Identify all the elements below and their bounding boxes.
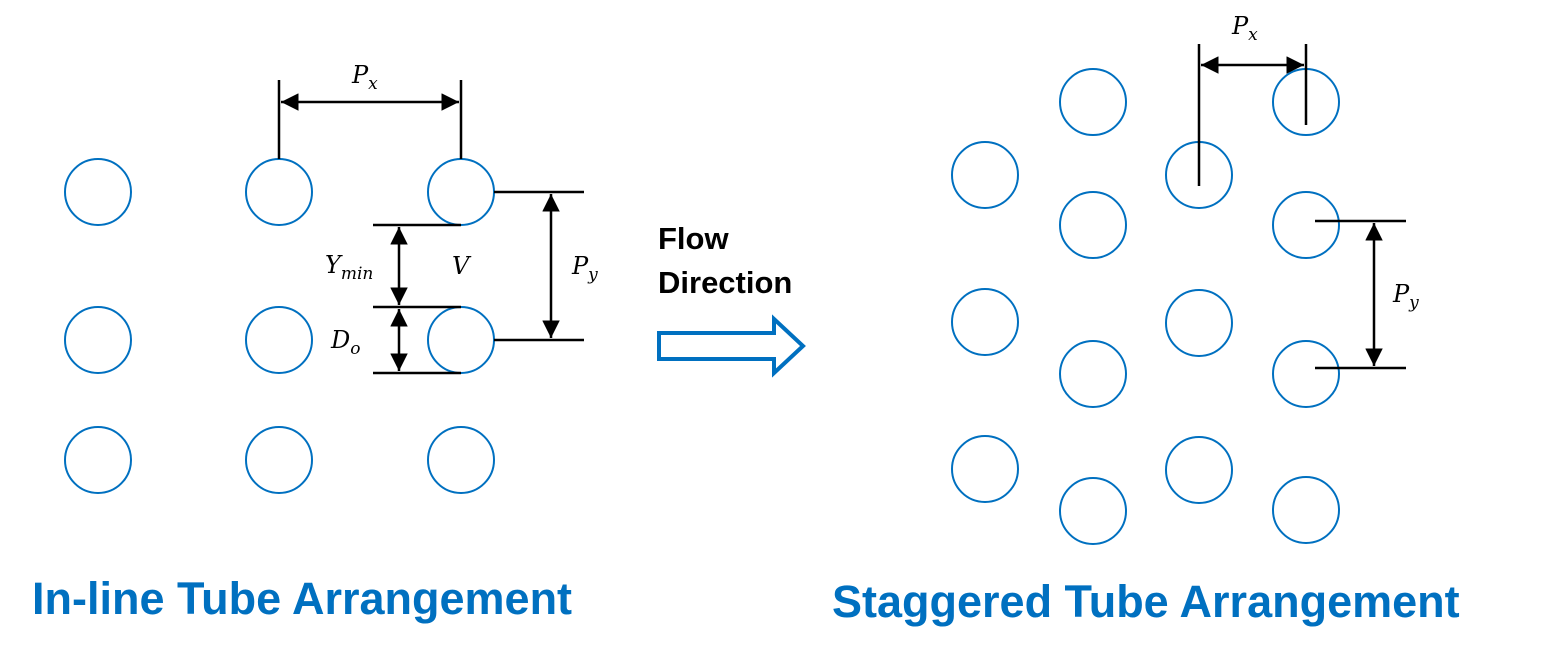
staggered-tube <box>1059 477 1127 545</box>
inline-tube <box>64 158 132 226</box>
inline-py-dimension: Py <box>494 190 598 342</box>
inline-tube <box>245 158 313 226</box>
staggered-tube <box>951 288 1019 356</box>
staggered-tube <box>951 435 1019 503</box>
flow-label-line1: Flow <box>658 221 729 256</box>
staggered-tube <box>1059 340 1127 408</box>
flow-direction: Flow Direction <box>657 221 806 378</box>
inline-tube <box>245 306 313 374</box>
inline-do-dimension: Do <box>330 309 461 375</box>
staggered-tube <box>951 141 1019 209</box>
staggered-tube <box>1059 68 1127 136</box>
inline-py-label: Py <box>571 252 598 285</box>
staggered-py-label: Py <box>1392 280 1419 313</box>
staggered-tube <box>1272 191 1340 259</box>
inline-tube <box>64 306 132 374</box>
staggered-tube <box>1272 340 1340 408</box>
inline-tube <box>245 426 313 494</box>
inline-tube <box>427 306 495 374</box>
inline-px-label: Px <box>351 61 378 94</box>
staggered-tube <box>1165 289 1233 357</box>
inline-px-dimension: Px <box>277 61 463 159</box>
inline-tube-grid <box>64 158 495 494</box>
inline-arrangement: Px Py Ymin V Do <box>32 61 598 624</box>
staggered-tube <box>1059 191 1127 259</box>
inline-velocity-label: V <box>452 252 472 280</box>
staggered-caption: Staggered Tube Arrangement <box>832 576 1460 627</box>
staggered-tube <box>1272 476 1340 544</box>
staggered-px-label: Px <box>1231 12 1258 45</box>
flow-arrow-icon <box>657 314 806 378</box>
inline-tube <box>427 426 495 494</box>
inline-ymin-label: Ymin <box>325 251 373 284</box>
inline-ymin-dimension: Ymin V <box>325 223 472 309</box>
inline-tube <box>64 426 132 494</box>
staggered-py-dimension: Py <box>1315 219 1419 370</box>
staggered-arrangement: Px Py Staggered Tube Arrangement <box>832 12 1460 627</box>
staggered-tube-grid <box>951 68 1340 545</box>
staggered-px-dimension: Px <box>1197 12 1308 186</box>
inline-caption: In-line Tube Arrangement <box>32 573 572 624</box>
staggered-tube <box>1165 436 1233 504</box>
inline-do-label: Do <box>330 326 361 359</box>
inline-tube <box>427 158 495 226</box>
flow-label-line2: Direction <box>658 265 792 300</box>
